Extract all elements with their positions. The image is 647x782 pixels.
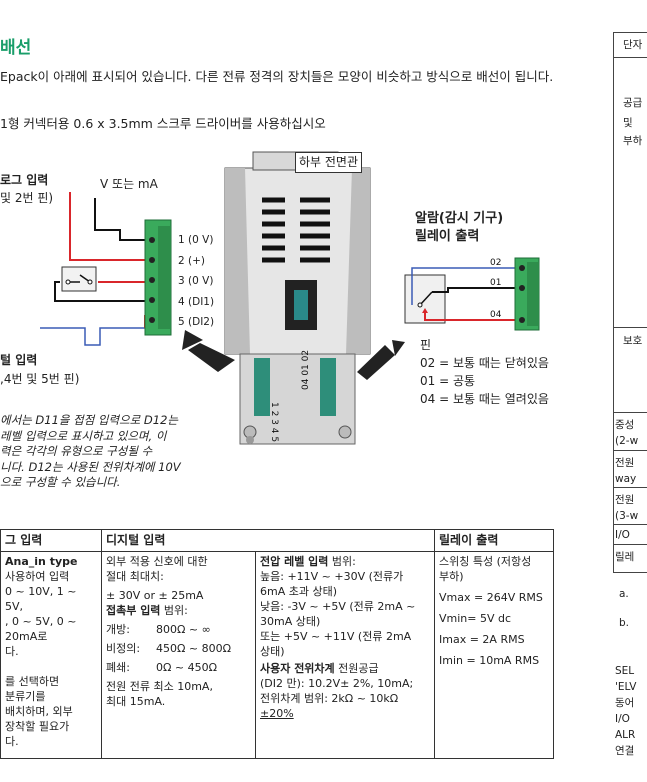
digital-input-note: 에서는 D11을 접점 입력으로 D12는 레벨 입력으로 표시하고 있으며, …	[0, 413, 181, 489]
relay-cell: 스위칭 특성 (저항성 부하) Vmax = 264V RMS Vmin= 5V…	[434, 551, 554, 759]
pin-04-desc: 04 = 보통 때는 열려있음	[420, 392, 549, 406]
analog-input-sub: 및 2번 핀)	[0, 191, 54, 205]
contact-switch-box	[61, 266, 97, 292]
relay-wire-02	[411, 267, 515, 305]
relay-wire-01	[432, 287, 515, 293]
pin-1: 1 (0 V)	[178, 234, 214, 246]
level-signal-blue	[40, 327, 145, 346]
pin-heading: 핀	[420, 338, 432, 352]
pin-02-desc: 02 = 보통 때는 닫혀있음	[420, 356, 549, 370]
analog-input-title: 로그 입력	[0, 173, 49, 187]
pin-5: 5 (DI2)	[178, 316, 215, 328]
analog-cell: Ana_in type 사용하여 입력 0 ~ 10V, 1 ~ 5V, , 0…	[0, 551, 102, 759]
relay-wire-04	[424, 312, 515, 321]
v-or-ma-label: V 또는 mA	[100, 177, 158, 191]
pin-2: 2 (+)	[178, 254, 206, 267]
section-title: 배선	[0, 38, 32, 58]
relay-pin-01: 01	[490, 278, 501, 288]
digital-wire-black	[54, 281, 145, 302]
analog-wire-black	[94, 198, 145, 241]
analog-wire-red	[69, 192, 145, 261]
screwdriver-note: 1형 커넥터용 0.6 x 3.5mm 스크루 드라이버를 사용하십시오	[0, 116, 326, 131]
relay-header: 릴레이 출력	[434, 529, 554, 552]
pin-01-desc: 01 = 공통	[420, 374, 476, 388]
relay-pin-legend: 핀 02 = 보통 때는 닫혀있음 01 = 공통 04 = 보통 때는 열려있…	[420, 336, 549, 408]
module-right-numbers: 04 01 02	[301, 350, 311, 390]
digital-cell-2: 전압 레벨 입력 범위: 높음: +11V ~ +30V (전류가 6mA 초과…	[255, 551, 435, 759]
spec-table: 그 입력 디지털 입력 릴레이 출력 Ana_in type 사용하여 입력 0…	[0, 529, 554, 759]
analog-header: 그 입력	[0, 529, 102, 552]
module-left-numbers: 1 2 3 4 5	[269, 402, 279, 442]
arrow-left	[188, 343, 235, 372]
intro-text: Epack이 아래에 표시되어 있습니다. 다른 전류 정격의 장치들은 모양이…	[0, 69, 554, 84]
digital-input-title: 털 입력	[0, 353, 38, 367]
front-panel-label: 하부 전면관	[295, 152, 363, 173]
right-column: 단자 공급 및 부하 보호 중성 (2-w 전원 way 전원 (3-w I/O…	[613, 32, 647, 782]
digital-header: 디지털 입력	[101, 529, 435, 552]
relay-title-1: 알람(감시 기구)	[415, 211, 504, 226]
relay-pin-02: 02	[490, 258, 501, 268]
digital-input-sub: ,4번 및 5번 핀)	[0, 372, 80, 386]
pin-3: 3 (0 V)	[178, 275, 214, 287]
digital-cell-1: 외부 적용 신호에 대한 절대 최대치: ± 30V or ± 25mA 접촉부…	[101, 551, 256, 759]
pin-4: 4 (DI1)	[178, 295, 215, 308]
analog-pin-labels: 1 (0 V) 2 (+) 3 (0 V) 4 (DI1) 5 (DI2)	[178, 230, 214, 333]
relay-pin-04: 04	[490, 310, 502, 320]
relay-title-2: 릴레이 출력	[415, 229, 480, 244]
arrow-right	[357, 345, 395, 380]
